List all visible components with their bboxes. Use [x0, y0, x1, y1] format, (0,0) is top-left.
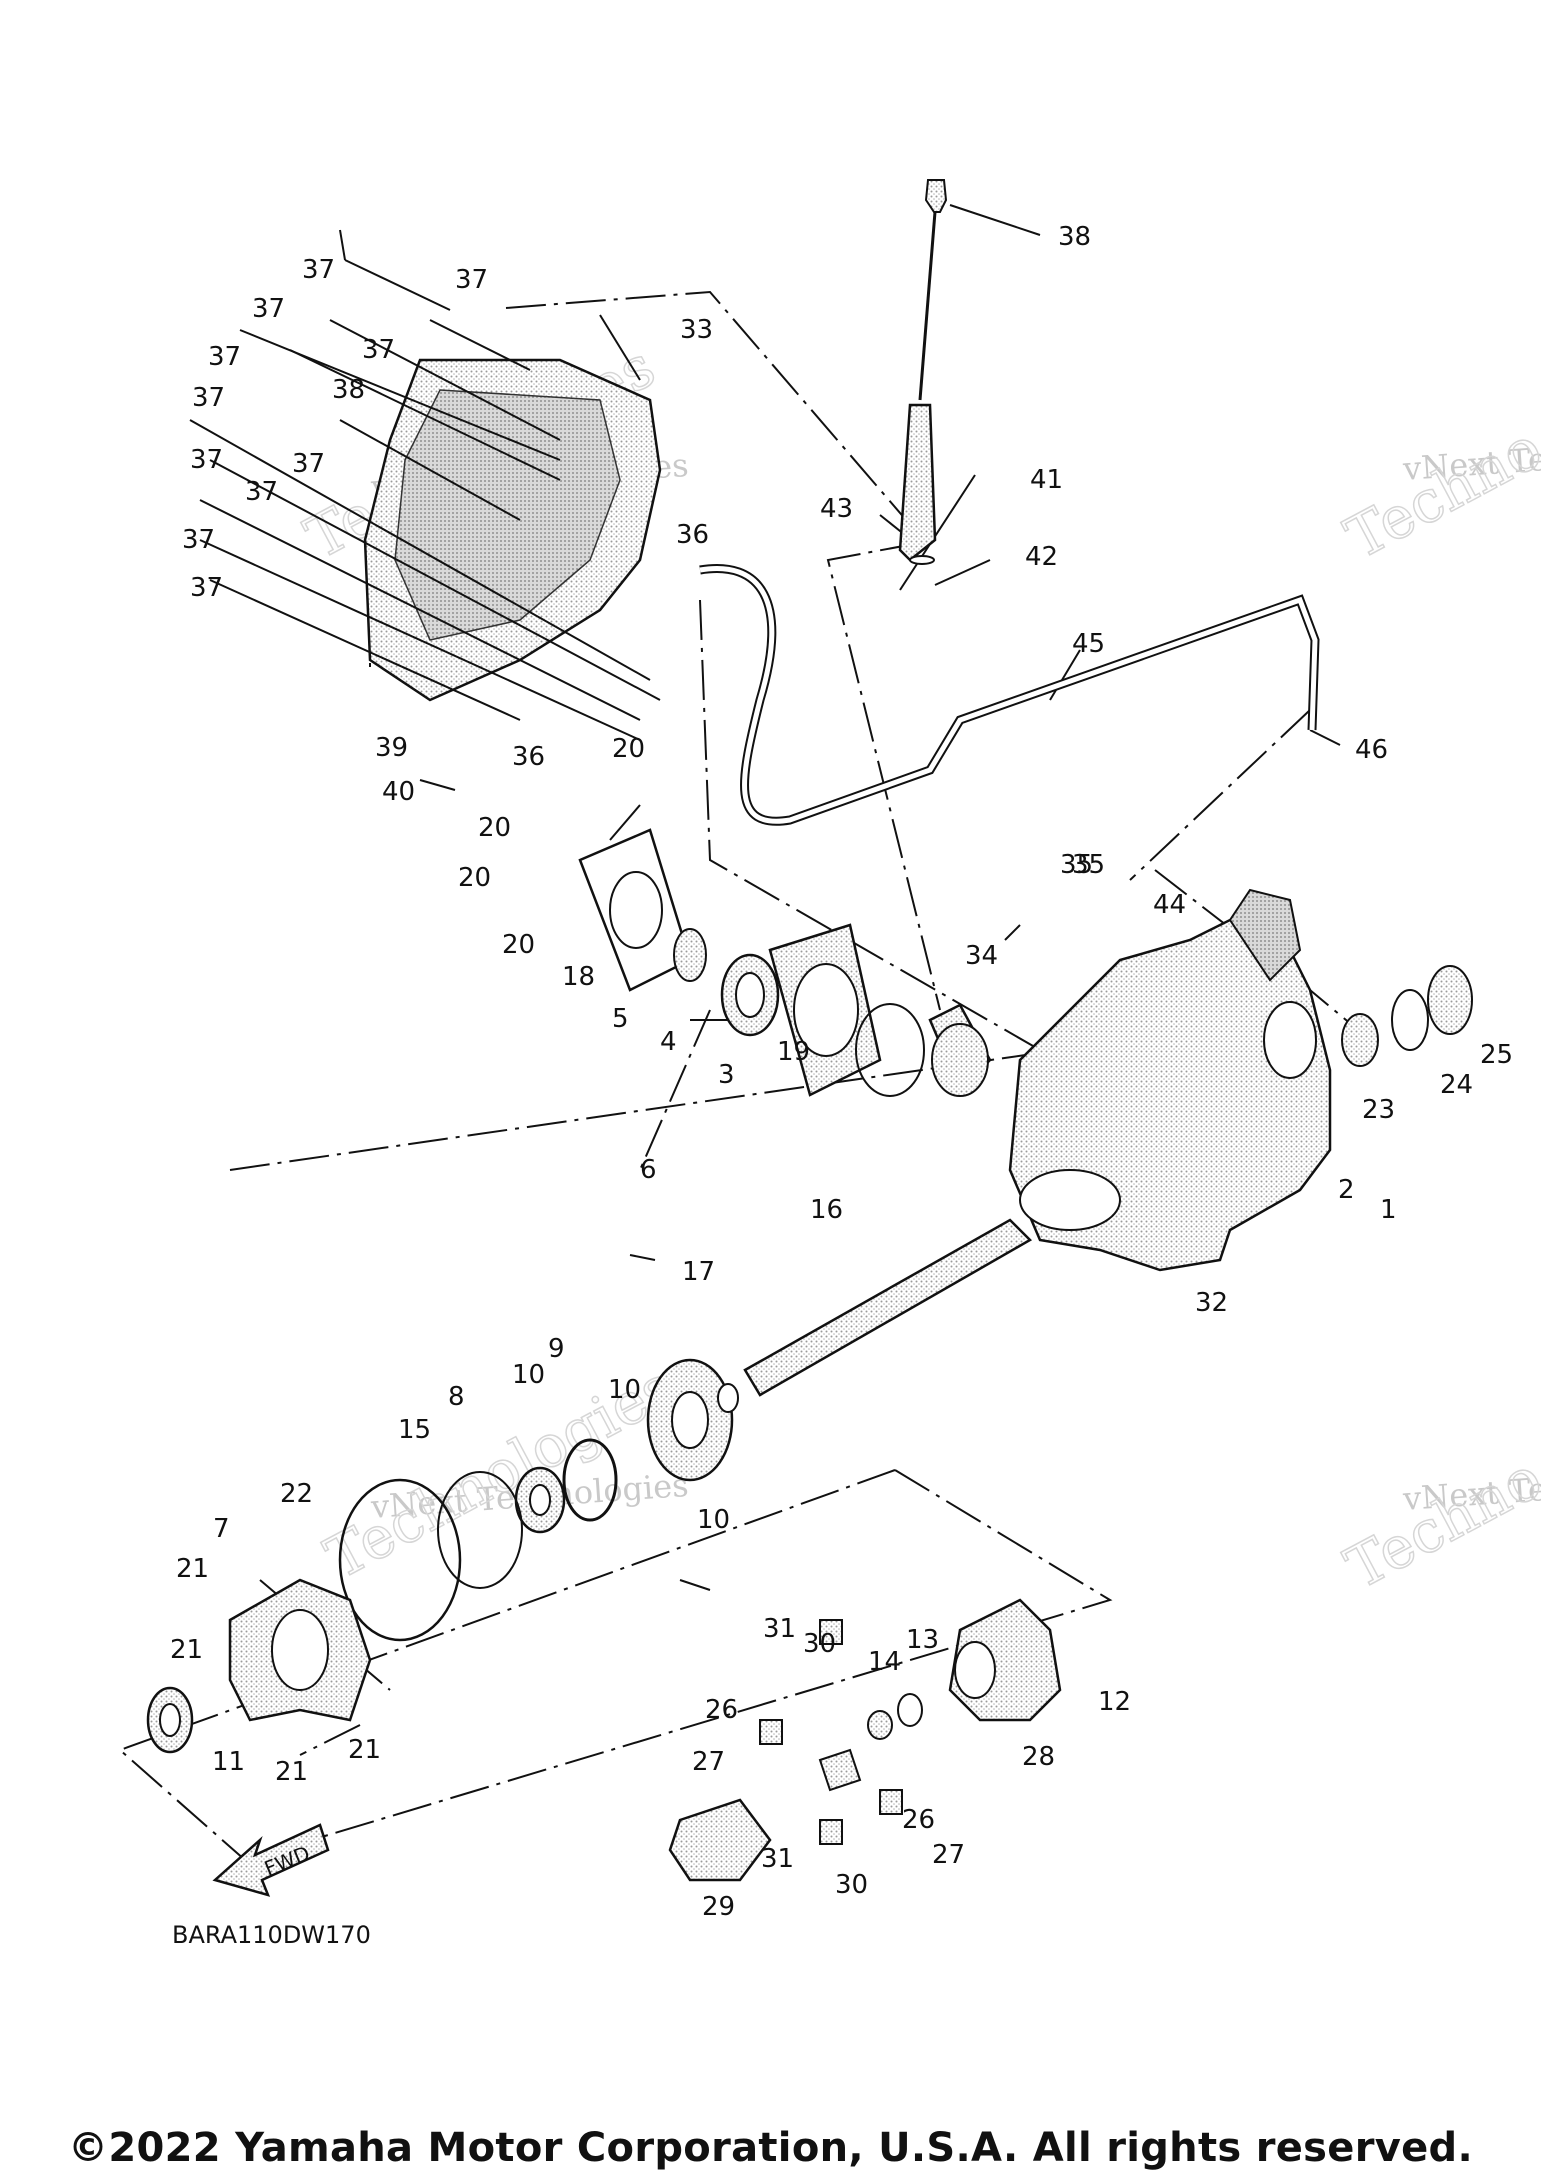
callout-label: 1	[1380, 1195, 1397, 1225]
callout-label: 21	[170, 1635, 203, 1665]
callout-label: 20	[458, 863, 491, 893]
callout-label: 35	[1072, 850, 1105, 880]
callout-label: 12	[1098, 1687, 1131, 1717]
callout-label: 38	[332, 375, 365, 405]
callout-label: 37	[182, 525, 215, 555]
callout-label: 33	[680, 315, 713, 345]
universal-joint	[668, 1598, 1062, 1882]
callout-label: 27	[932, 1840, 965, 1870]
callout-label: 36	[676, 520, 709, 550]
callout-label: 32	[1195, 1288, 1228, 1318]
callout-label: 15	[398, 1415, 431, 1445]
callout-label: 37	[455, 265, 488, 295]
copyright-notice: ©2022 Yamaha Motor Corporation, U.S.A. A…	[68, 2125, 1473, 2171]
callout-label: 11	[212, 1747, 245, 1777]
callout-label: 36	[512, 742, 545, 772]
callout-label: 26	[705, 1695, 738, 1725]
callout-label: 43	[820, 494, 853, 524]
callout-label: 14	[868, 1647, 901, 1677]
callout-label: 10	[512, 1360, 545, 1390]
ring-gear	[646, 1023, 989, 1482]
callout-label: 7	[213, 1514, 230, 1544]
callout-label: 28	[1022, 1742, 1055, 1772]
callout-label: 39	[375, 733, 408, 763]
callout-label: 45	[1072, 629, 1105, 659]
callout-label: 44	[1153, 890, 1186, 920]
callout-label: 23	[1362, 1095, 1395, 1125]
callout-label: 26	[902, 1805, 935, 1835]
svg-text:FWD: FWD	[261, 1841, 313, 1881]
diagram-code: BARA110DW170	[172, 1921, 371, 1949]
callout-label: 9	[548, 1334, 565, 1364]
callout-label: 6	[640, 1155, 657, 1185]
callout-label: 18	[562, 962, 595, 992]
callout-label: 8	[448, 1382, 465, 1412]
svg-text:Techno: Techno	[1335, 1443, 1541, 1602]
callout-label: 2	[1338, 1175, 1355, 1205]
callout-label: 37	[245, 477, 278, 507]
callout-label: 27	[692, 1747, 725, 1777]
bearing-housing-stack	[578, 828, 992, 1097]
rear-cover	[146, 1578, 372, 1754]
callout-label: 37	[190, 445, 223, 475]
callout-label: 37	[252, 294, 285, 324]
callout-label: 10	[697, 1505, 730, 1535]
callout-label: 13	[906, 1625, 939, 1655]
callout-label: 20	[478, 813, 511, 843]
callout-label: 31	[761, 1844, 794, 1874]
callout-label: 17	[682, 1257, 715, 1287]
callout-label: 40	[382, 777, 415, 807]
main-gear-case	[1008, 888, 1473, 1272]
callout-label: 34	[965, 941, 998, 971]
callout-label: 30	[835, 1870, 868, 1900]
callout-label: 21	[176, 1554, 209, 1584]
callout-label: 10	[608, 1375, 641, 1405]
callout-label: 38	[1058, 222, 1091, 252]
forward-arrow-icon: FWD	[212, 1823, 330, 1897]
callout-label: 22	[280, 1479, 313, 1509]
gear-case-cover	[189, 259, 662, 741]
callout-label: 29	[702, 1892, 735, 1922]
callout-label: 20	[612, 734, 645, 764]
callout-label: 19	[777, 1037, 810, 1067]
dipstick	[898, 179, 948, 565]
callout-label: 16	[810, 1195, 843, 1225]
callout-label: 37	[362, 335, 395, 365]
callout-label: 37	[302, 255, 335, 285]
callout-label: 21	[348, 1735, 381, 1765]
callout-label: 37	[190, 573, 223, 603]
svg-text:vNext Te: vNext Te	[1401, 440, 1541, 488]
svg-text:vNext Te: vNext Te	[1401, 1470, 1541, 1518]
callout-label: 20	[502, 930, 535, 960]
drive-shaft	[743, 1218, 1033, 1397]
callout-label: 37	[292, 449, 325, 479]
callout-label: 5	[612, 1004, 629, 1034]
callout-label: 41	[1030, 465, 1063, 495]
callout-label: 37	[192, 383, 225, 413]
callout-label: 42	[1025, 542, 1058, 572]
callout-label: 24	[1440, 1070, 1473, 1100]
callout-label: 31	[763, 1614, 796, 1644]
callout-label: 3	[718, 1060, 735, 1090]
callout-label: 30	[803, 1629, 836, 1659]
callout-label: 21	[275, 1757, 308, 1787]
svg-text:Techno: Techno	[1335, 413, 1541, 572]
callout-label: 35	[1060, 850, 1093, 880]
bearing-set	[338, 1438, 618, 1642]
callout-label: 46	[1355, 735, 1388, 765]
callout-label: 4	[660, 1027, 677, 1057]
callout-label: 37	[208, 342, 241, 372]
breather-hose	[699, 564, 1320, 826]
callout-label: 25	[1480, 1040, 1513, 1070]
